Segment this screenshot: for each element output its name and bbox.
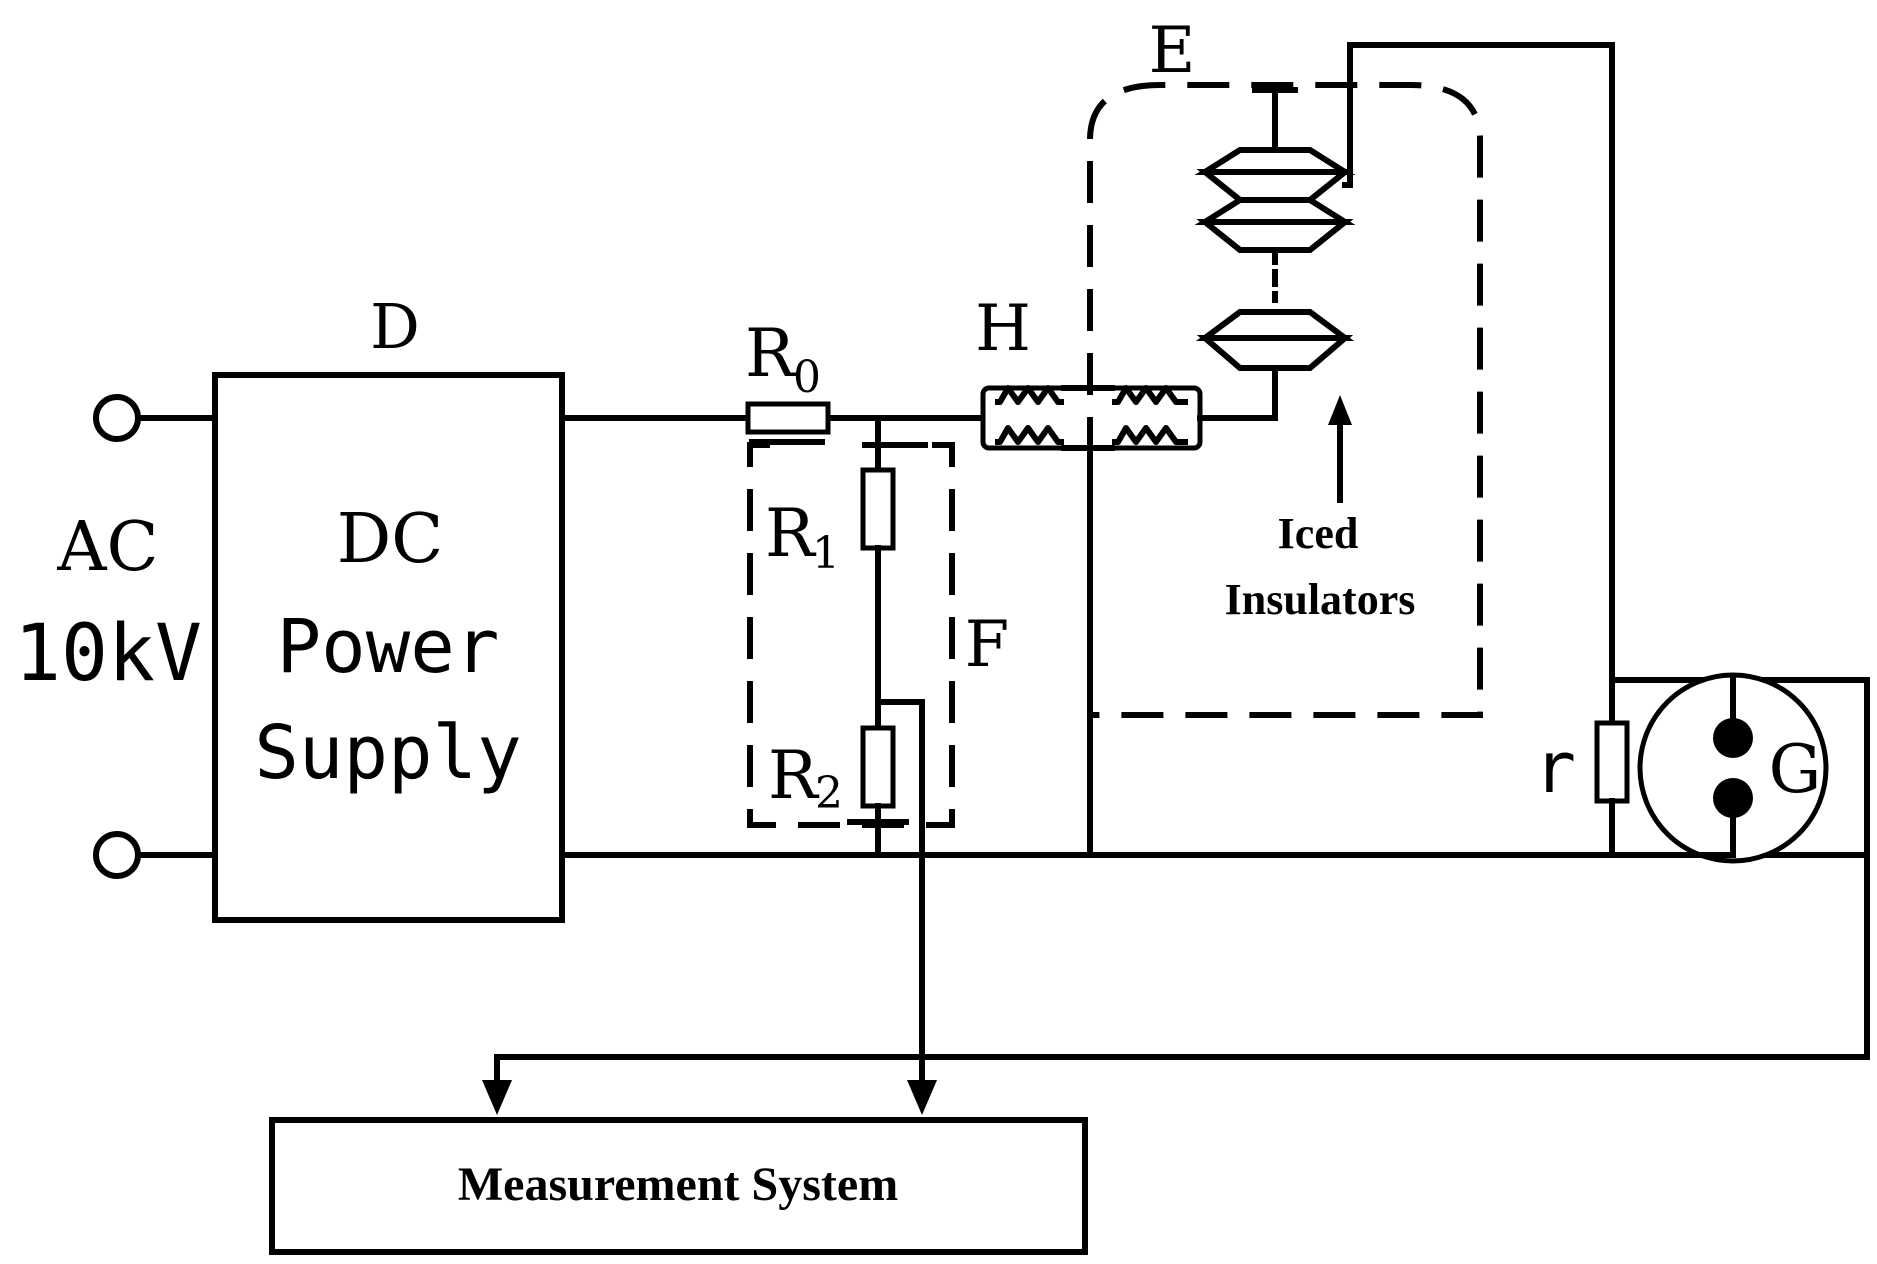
label-measurement: Measurement System [458,1158,898,1211]
label-r1: R [765,495,817,572]
label-ac: AC [56,508,158,587]
label-f: F [965,608,1009,682]
dc-power-supply-box [212,372,565,923]
wire-measurement-return [482,677,1870,1115]
label-e: E [1149,14,1196,88]
resistor-r1 [860,467,896,551]
shunt-r [1594,720,1630,804]
measurement-system-box [269,1117,1088,1255]
insulator-string [1194,87,1356,388]
label-r2: R [768,737,820,814]
label-g: G [1769,731,1822,808]
label-d: D [370,290,420,363]
iced-arrow [1328,395,1352,503]
label-power: Power [277,604,500,690]
label-voltage: 10kV [14,609,202,699]
resistor-r0 [745,401,831,445]
ac-terminal-bottom [93,831,218,879]
ac-terminal-top [93,394,218,442]
divider-branch [847,415,937,1115]
label-r0-sub: 0 [793,352,821,403]
wire-hv-return [1342,42,1615,683]
gap-assembly [1594,672,1870,864]
wire-to-insulators [1197,382,1278,421]
label-r2-sub: 2 [815,768,843,819]
chamber-enclosure-e [1087,82,1483,718]
label-insulators: Insulators [1225,575,1416,624]
label-supply: Supply [254,710,521,796]
label-iced: Iced [1278,509,1359,558]
resistor-r2 [860,725,896,809]
label-dc: DC [337,500,444,579]
label-r0: R [745,315,797,392]
label-h: H [975,292,1031,366]
label-r1-sub: 1 [812,528,840,579]
label-r-shunt: r [1534,727,1576,809]
divider-enclosure-f [747,442,955,828]
spark-gap-g [1637,672,1829,864]
